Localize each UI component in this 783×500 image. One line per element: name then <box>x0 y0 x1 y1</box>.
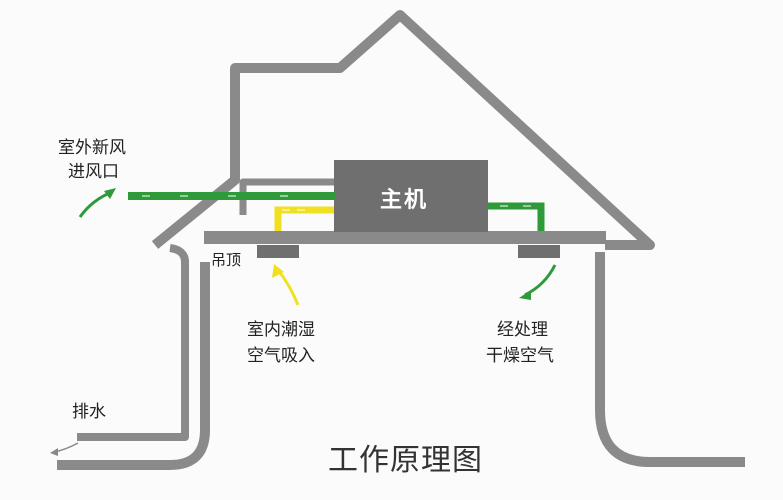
ceiling-label: 吊顶 <box>211 251 242 269</box>
house-outer-wall-left <box>57 262 210 470</box>
diagram-title: 工作原理图 <box>328 443 483 478</box>
treated-air-label-1: 经处理 <box>497 320 548 340</box>
ceiling-slab <box>204 231 606 244</box>
house-outer-wall-right <box>595 252 745 467</box>
indoor-humid-label-2: 空气吸入 <box>247 346 315 366</box>
air-inlet-label: 进风口 <box>68 162 119 182</box>
house-roof <box>151 10 655 250</box>
outdoor-fresh-air-label: 室外新风 <box>58 138 126 158</box>
intake-vent <box>257 245 299 258</box>
house-inner-wall-left <box>77 244 189 441</box>
indoor-humid-label-1: 室内潮湿 <box>247 320 315 340</box>
dry-air-duct <box>488 202 545 231</box>
duct-housing <box>239 178 335 215</box>
fresh-air-arrow-icon <box>78 190 113 218</box>
outlet-vent <box>518 245 560 258</box>
main-unit-label: 主机 <box>380 188 429 213</box>
humid-air-arrow-icon <box>276 269 300 306</box>
main-unit <box>334 160 488 232</box>
humid-air-duct <box>274 206 334 231</box>
drain-label: 排水 <box>72 402 106 422</box>
treated-air-label-2: 干燥空气 <box>486 346 554 366</box>
dry-air-arrow-icon <box>524 264 557 297</box>
